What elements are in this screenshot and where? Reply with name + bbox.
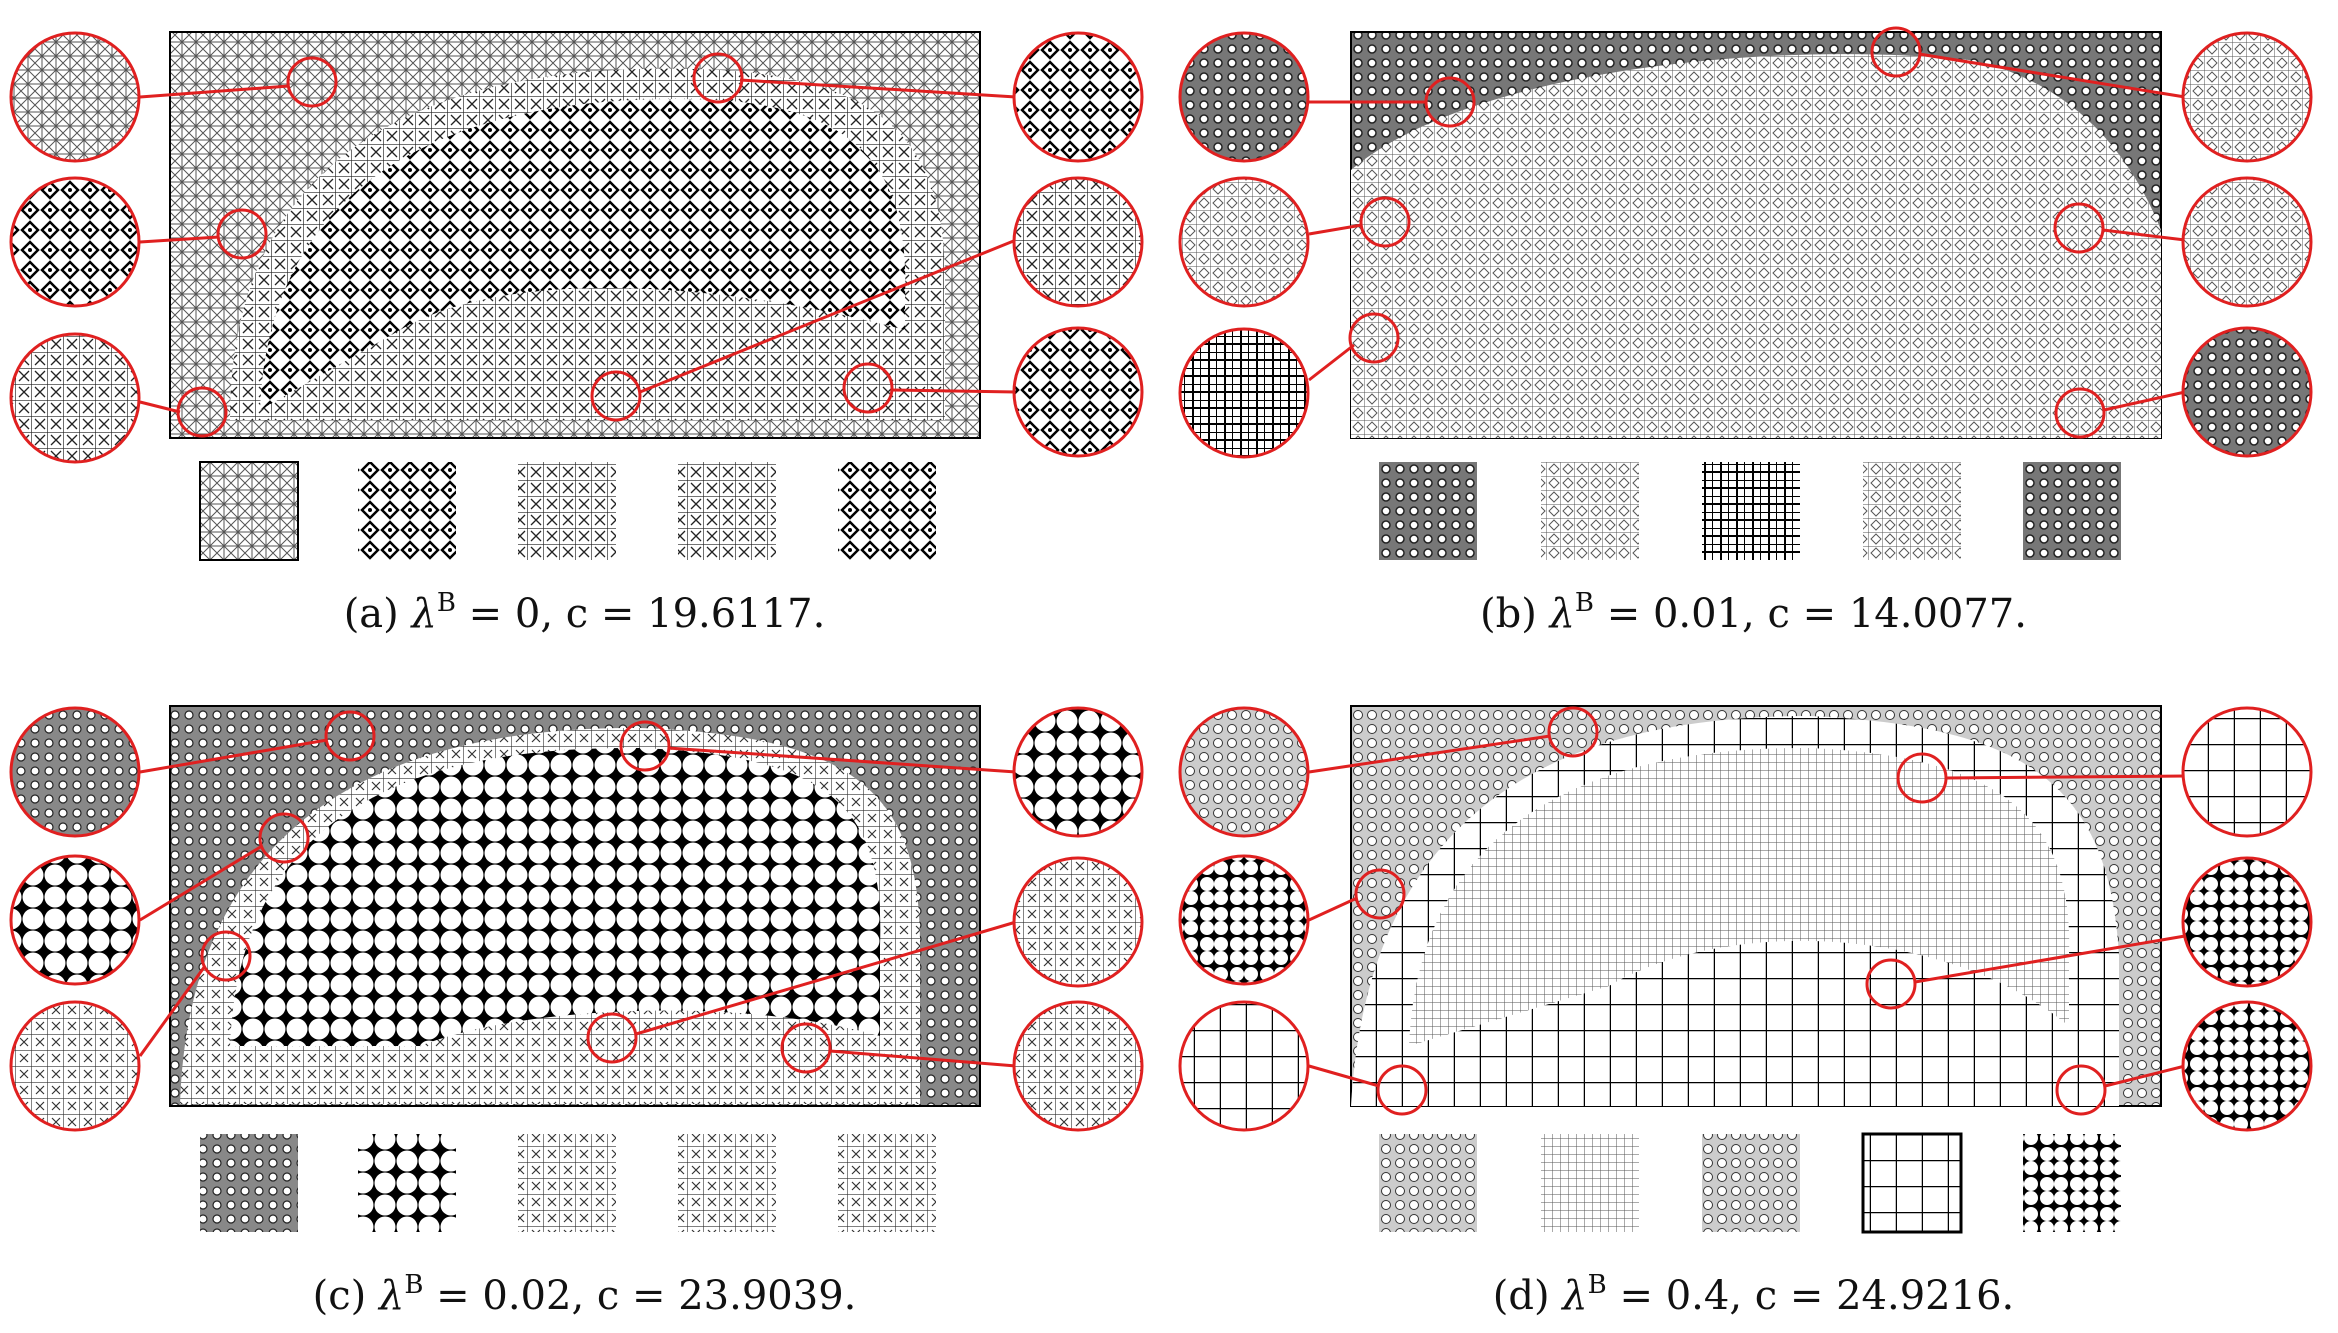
c-label: , c = (1742, 591, 1849, 637)
c-label: , c = (1729, 1273, 1837, 1319)
equals: = (455, 591, 515, 637)
lambda-value: 0.4 (1665, 1273, 1730, 1319)
lambda-symbol: λ (411, 591, 437, 637)
caption-label: (b) (1480, 591, 1537, 637)
period: . (2014, 591, 2027, 637)
lambda-symbol: λ (378, 1273, 405, 1319)
lambda-value: 0.02 (482, 1273, 572, 1319)
panel-d: (d) λB = 0.4, c = 24.9216. (1169, 666, 2338, 1332)
legend-tiles-c (200, 1134, 936, 1232)
callout-marks-a (9, 31, 1144, 464)
panel-c: (c) λB = 0.02, c = 23.9039. (0, 666, 1169, 1332)
legend-tiles-b (1379, 462, 2121, 560)
superscript: B (1574, 588, 1595, 618)
panel-b: (b) λB = 0.01, c = 14.0077. (1169, 0, 2338, 666)
legend-tiles-a (199, 461, 936, 561)
period: . (843, 1273, 857, 1319)
caption-label: (a) (343, 591, 399, 637)
panel-c-figure (9, 705, 1144, 1232)
c-value: 14.0077 (1848, 591, 2015, 637)
c-label: , c = (540, 591, 648, 637)
c-label: , c = (571, 1273, 679, 1319)
panel-a-figure (9, 31, 1144, 561)
callout-marks-d (1178, 706, 2313, 1132)
equals: = (1594, 591, 1653, 637)
superscript: B (404, 1270, 424, 1300)
panel-b-figure (1178, 26, 2313, 560)
panel-a: (a) λB = 0, c = 19.6117. (0, 0, 1169, 666)
equals: = (1606, 1273, 1666, 1319)
caption-a: (a) λB = 0, c = 19.6117. (0, 588, 1169, 637)
caption-b: (b) λB = 0.01, c = 14.0077. (1169, 588, 2338, 637)
superscript: B (436, 588, 456, 618)
equals: = (423, 1273, 483, 1319)
lambda-symbol: λ (1562, 1273, 1588, 1319)
lambda-value: 0 (514, 591, 541, 637)
c-value: 24.9216 (1836, 1273, 2002, 1319)
callout-marks-b (1178, 26, 2313, 459)
c-value: 23.9039 (678, 1273, 844, 1319)
lambda-value: 0.01 (1652, 591, 1743, 637)
caption-c: (c) λB = 0.02, c = 23.9039. (0, 1270, 1169, 1319)
lambda-symbol: λ (1549, 591, 1575, 637)
panel-d-figure (1178, 705, 2313, 1234)
legend-tiles-d (1379, 1132, 2121, 1234)
caption-label: (c) (312, 1273, 367, 1319)
superscript: B (1587, 1270, 1607, 1300)
c-value: 19.6117 (647, 591, 813, 637)
period: . (812, 591, 826, 637)
period: . (2001, 1273, 2015, 1319)
caption-d: (d) λB = 0.4, c = 24.9216. (1169, 1270, 2338, 1319)
callout-marks-c (9, 706, 1144, 1132)
caption-label: (d) (1492, 1273, 1550, 1319)
